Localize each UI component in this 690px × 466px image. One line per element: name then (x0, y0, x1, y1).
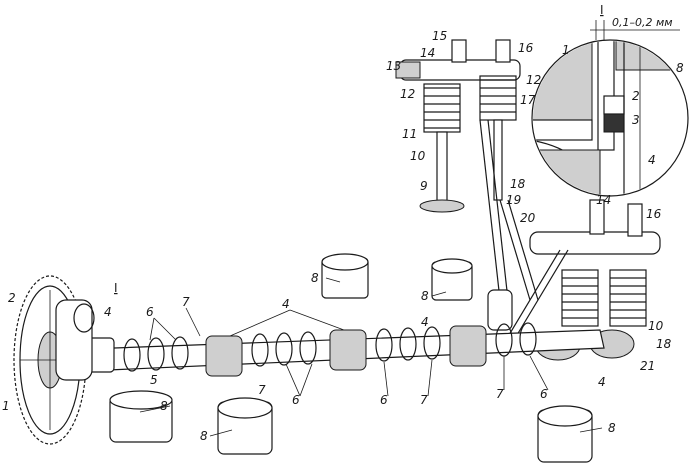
label-m10: 10 (648, 319, 664, 333)
bushing-1 (321, 253, 369, 299)
label-r16: 16 (646, 207, 662, 221)
bushing-5 (537, 405, 593, 463)
label-m4b: 4 (282, 297, 290, 311)
label-m4a: 4 (104, 305, 112, 319)
label-v11: 11 (402, 127, 417, 141)
label-m4d: 4 (598, 375, 606, 389)
label-r14: 14 (596, 193, 611, 207)
label-v18: 18 (510, 177, 526, 191)
label-c3: 3 (632, 113, 640, 127)
label-v14: 14 (420, 46, 435, 60)
label-m4c: 4 (421, 315, 429, 329)
label-m21: 21 (640, 359, 655, 373)
label-v15: 15 (432, 29, 447, 43)
gap-detail-callout (531, 20, 689, 197)
label-c4: 4 (648, 153, 656, 167)
label-v10: 10 (410, 149, 426, 163)
camshaft (59, 322, 605, 377)
label-v20: 20 (520, 211, 536, 225)
label-v19: 19 (506, 193, 521, 207)
label-m6b: 6 (292, 393, 300, 407)
bushing-2 (431, 258, 473, 301)
label-m7c: 7 (420, 393, 428, 407)
bushing-3 (109, 390, 173, 443)
timing-gear (13, 275, 95, 445)
label-b8c: 8 (160, 399, 168, 413)
label-m18: 18 (656, 337, 672, 351)
label-v12b: 12 (526, 73, 541, 87)
label-v13: 13 (386, 59, 401, 73)
label-b8e: 8 (608, 421, 616, 435)
label-v17: 17 (520, 93, 536, 107)
label-m2: 2 (8, 291, 16, 305)
label-mI: I (114, 281, 118, 295)
label-v9: 9 (420, 179, 428, 193)
bushing-4 (217, 397, 273, 455)
label-v16: 16 (518, 41, 534, 55)
label-m1: 1 (2, 399, 10, 413)
label-m7a: 7 (182, 295, 190, 309)
label-m5: 5 (150, 373, 158, 387)
label-m7d: 7 (496, 387, 504, 401)
label-c2: 2 (632, 89, 640, 103)
label-b8b: 8 (421, 289, 429, 303)
label-m6a: 6 (146, 305, 154, 319)
label-gap-note: 0,1–0,2 мм (612, 16, 673, 29)
leader-lines (139, 277, 603, 437)
label-v12a: 12 (400, 87, 415, 101)
label-b8a: 8 (311, 271, 319, 285)
label-m6c: 6 (380, 393, 388, 407)
label-m6d: 6 (540, 387, 548, 401)
label-c1: 1 (562, 43, 570, 57)
valve-train-group (395, 39, 539, 331)
label-c8: 8 (676, 61, 684, 75)
label-b8d: 8 (200, 429, 208, 443)
label-gap-ref: I (600, 3, 604, 17)
label-m7b: 7 (258, 383, 266, 397)
